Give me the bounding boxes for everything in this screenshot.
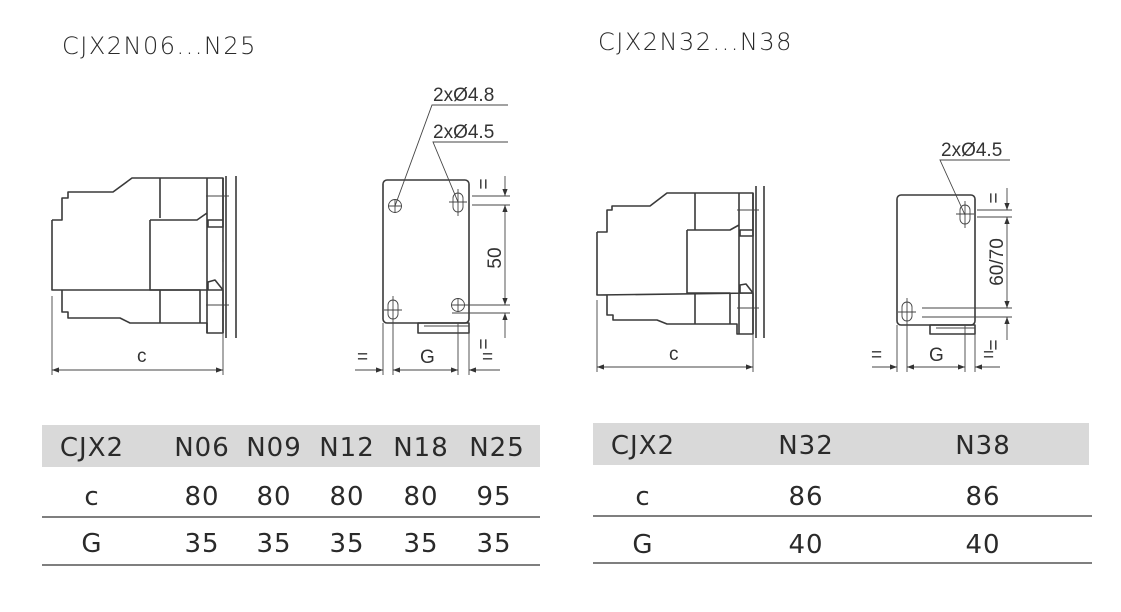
right-g-dim-label: G [929,345,944,366]
table-header-cell: N32 [778,431,834,461]
eq-mark: = [357,347,368,368]
left-c-dim-label: c [137,346,147,367]
table-row-label: c [635,482,650,512]
left-title: CJX2N06...N25 [62,32,257,60]
table-header-cell: N18 [393,433,449,463]
right-dimension-table: CJX2 N32 N38 c 86 86 G 40 40 [593,423,1092,564]
table-cell: 35 [256,529,291,559]
table-header-cell: CJX2 [60,433,124,463]
table-cell: 86 [788,482,823,512]
table-cell: 80 [184,482,219,512]
table-divider [593,515,1092,564]
table-cell: 80 [403,482,438,512]
left-height-dim-label: 50 [485,247,506,268]
hole-label-4-5: 2xØ4.5 [433,122,494,143]
hole-label-4-5: 2xØ4.5 [941,140,1002,161]
table-cell: 80 [329,482,364,512]
left-g-dim-label: G [420,347,435,368]
right-front-view: 2xØ4.5 60/70 = = G = = [871,140,1012,372]
table-header-cell: CJX2 [611,431,675,461]
table-header-cell: N25 [469,433,525,463]
table-header-cell: N12 [319,433,375,463]
right-side-view: c [596,186,765,372]
table-cell: 40 [965,530,1000,560]
table-cell: 35 [403,529,438,559]
table-header-bg [593,423,1089,465]
eq-mark: = [871,345,882,366]
hole-label-4-8: 2xØ4.8 [433,85,494,106]
table-cell: 40 [788,530,823,560]
table-cell: 35 [184,529,219,559]
eq-mark: = [482,347,493,368]
table-row-label: G [632,530,653,560]
table-cell: 35 [476,529,511,559]
eq-mark: = [984,192,1005,203]
eq-mark: = [474,178,495,189]
table-row-label: G [81,529,102,559]
table-cell: 95 [476,482,511,512]
table-divider [42,516,540,566]
table-cell: 86 [965,482,1000,512]
table-header-cell: N38 [955,431,1011,461]
table-cell: 80 [256,482,291,512]
eq-mark: = [474,338,495,349]
right-height-dim-label: 60/70 [987,238,1008,286]
table-row-label: c [84,482,99,512]
table-header-cell: N09 [246,433,302,463]
left-front-view: 2xØ4.8 2xØ4.5 50 = = G = = [355,85,510,375]
left-dimension-table: CJX2 N06 N09 N12 N18 N25 c 80 80 80 80 9… [42,425,540,566]
eq-mark: = [983,345,994,366]
right-title: CJX2N32...N38 [598,28,793,56]
right-c-dim-label: c [669,344,679,365]
table-cell: 35 [329,529,364,559]
table-header-cell: N06 [174,433,230,463]
eq-mark: = [984,339,1005,350]
table-header-bg [42,425,540,467]
left-side-view: c [51,176,237,375]
